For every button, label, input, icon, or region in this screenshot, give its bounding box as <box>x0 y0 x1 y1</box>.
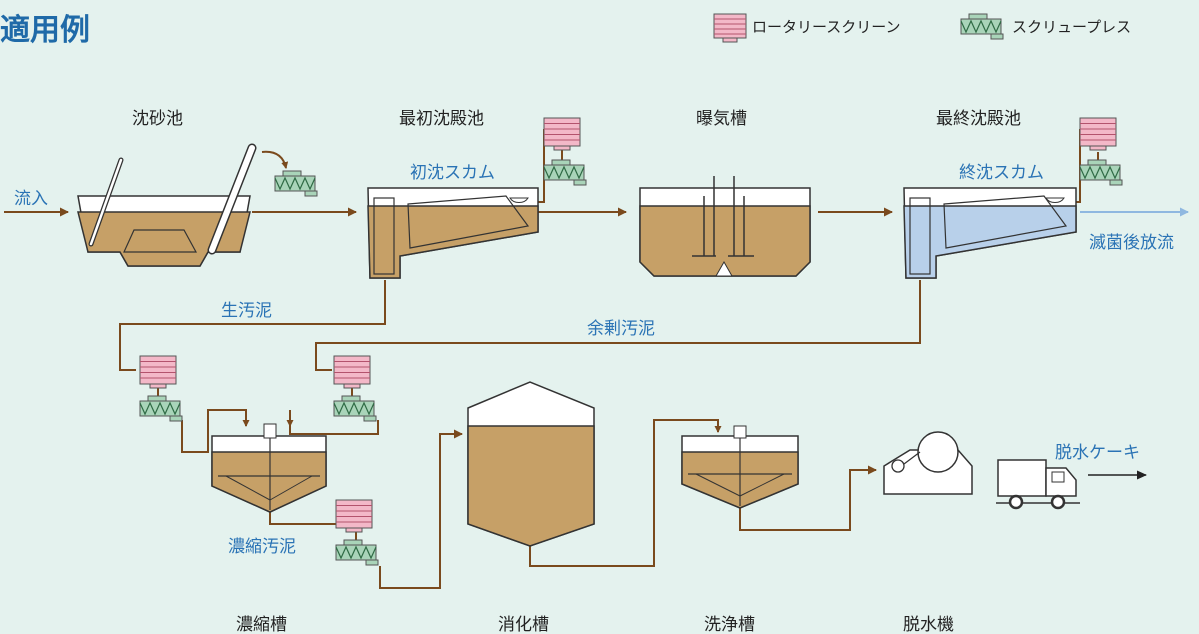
label-final-settling: 最終沈殿池 <box>936 109 1021 129</box>
label-dewatered-cake: 脱水ケーキ <box>1055 443 1140 463</box>
excess-sludge-screw-press <box>333 395 377 422</box>
grit-screw-press <box>274 170 318 197</box>
flow-raw-sludge <box>119 280 386 371</box>
label-inflow: 流入 <box>14 189 48 209</box>
final-screw-press <box>1079 159 1123 186</box>
label-thickened-sludge: 濃縮汚泥 <box>228 537 296 557</box>
truck-icon <box>996 459 1080 510</box>
flow-grit-to-screw <box>261 150 289 169</box>
primary-screw-press <box>543 159 587 186</box>
flow-screw-to-thickener-left <box>181 409 250 453</box>
primary-settling-tank <box>367 187 539 279</box>
label-aeration-tank: 曝気槽 <box>696 109 747 129</box>
final-settling-tank <box>903 187 1077 279</box>
label-grit-chamber: 沈砂池 <box>132 109 183 129</box>
label-wash-tank: 洗浄槽 <box>704 615 755 634</box>
wash-tank <box>681 425 799 509</box>
flow-to-digester <box>379 429 463 589</box>
label-dehydrator: 脱水機 <box>903 615 954 634</box>
thickened-screw-press <box>335 539 379 566</box>
legend: ロータリースクリーン スクリュープレス <box>713 13 1131 43</box>
flow-to-wash-tank <box>529 419 722 567</box>
flow-excess-sludge <box>315 280 921 371</box>
final-rotary-screen <box>1079 117 1117 151</box>
grit-chamber <box>77 143 257 267</box>
excess-sludge-rotary-screen <box>333 355 371 389</box>
flow-to-dehydrator <box>739 465 877 531</box>
thickener-tank <box>211 423 327 513</box>
label-primary-settling: 最初沈殿池 <box>399 109 484 129</box>
label-final-scum: 終沈スカム <box>959 163 1044 183</box>
flow-screw-to-thickener-right <box>286 410 379 435</box>
label-primary-scum: 初沈スカム <box>410 163 495 183</box>
label-raw-sludge: 生汚泥 <box>221 301 272 321</box>
label-thickener: 濃縮槽 <box>236 615 287 634</box>
label-excess-sludge: 余剰汚泥 <box>587 319 655 339</box>
digester-tank <box>467 381 595 547</box>
primary-rotary-screen <box>543 117 581 151</box>
legend-rotary-screen-label: ロータリースクリーン <box>752 18 901 36</box>
page-title: 適用例 <box>0 13 90 48</box>
legend-screw-press-label: スクリュープレス <box>1012 18 1131 36</box>
aeration-tank <box>639 176 811 277</box>
thickened-rotary-screen <box>335 499 373 533</box>
dehydrator-machine <box>883 431 973 495</box>
raw-sludge-screw-press <box>139 395 183 422</box>
legend-rotary-screen-icon <box>713 13 747 43</box>
label-digester: 消化槽 <box>498 615 549 634</box>
raw-sludge-rotary-screen <box>139 355 177 389</box>
legend-screw-press-icon <box>960 13 1004 40</box>
label-disinfected-discharge: 滅菌後放流 <box>1089 233 1174 253</box>
